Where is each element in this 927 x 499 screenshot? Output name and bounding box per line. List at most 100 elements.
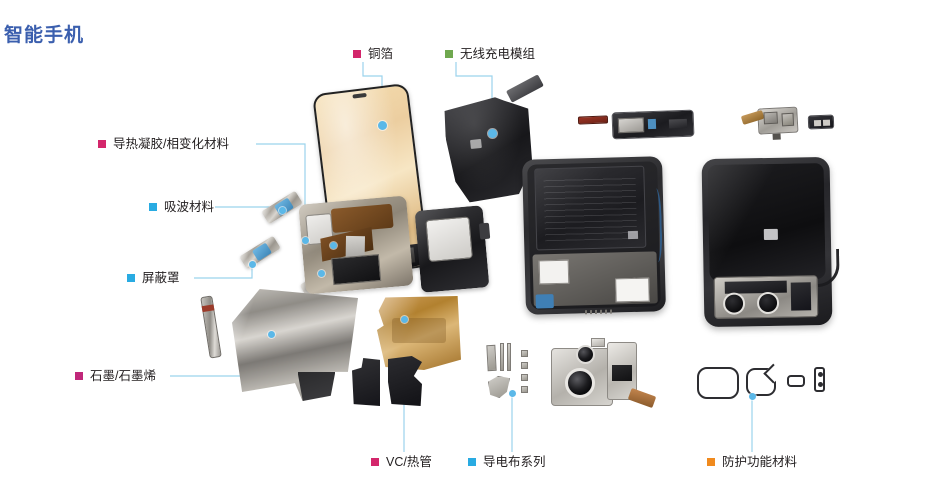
vc-plate-surface xyxy=(377,296,461,370)
protective-gasket-ring xyxy=(746,368,776,396)
bracket-window-a xyxy=(813,120,822,127)
legend-copper-foil[interactable]: 铜箔 xyxy=(353,48,393,61)
camera-deck-block xyxy=(790,282,812,311)
bracket-body xyxy=(807,114,835,130)
leader-line-thermal-gel-pcm xyxy=(256,143,306,240)
sub-board-connector-a xyxy=(763,111,778,125)
conductive-cloth-square xyxy=(521,350,528,357)
leader-dot-thermal-gel-pcm xyxy=(302,237,309,244)
midframe-shield-window xyxy=(331,253,381,285)
swatch-icon-copper-foil xyxy=(353,50,361,59)
camera-deck-hole-b xyxy=(756,291,780,315)
legend-graphite-graphene[interactable]: 石墨/石墨烯 xyxy=(75,370,156,383)
legend-label-vc-heat-pipe: VC/热管 xyxy=(386,455,432,469)
legend-label-thermal-gel-pcm: 导热凝胶/相变化材料 xyxy=(113,137,229,151)
legend-wireless-charging[interactable]: 无线充电模组 xyxy=(445,48,535,61)
camera-deck-hole-a xyxy=(722,292,746,315)
chassis-bottom-ports xyxy=(584,309,613,315)
legend-label-wireless-charging: 无线充电模组 xyxy=(460,47,536,61)
rear-brand-logo xyxy=(764,228,779,240)
rear-glass-surface xyxy=(707,162,826,282)
legend-protective-material[interactable]: 防护功能材料 xyxy=(707,456,797,469)
legend-thermal-gel-pcm[interactable]: 导热凝胶/相变化材料 xyxy=(98,138,229,151)
conductive-cloth-strip xyxy=(500,343,504,371)
red-flex-connector xyxy=(577,115,609,125)
midframe-with-copper-shielding xyxy=(298,195,414,295)
legend-label-conductive-cloth: 导电布系列 xyxy=(483,455,546,469)
leader-dot-wireless-charging xyxy=(488,129,497,138)
leader-line-shielding-cover xyxy=(194,264,253,279)
swatch-icon-shielding-cover xyxy=(127,274,135,283)
swatch-icon-graphite-graphene xyxy=(75,372,83,381)
legend-label-protective-material: 防护功能材料 xyxy=(722,455,798,469)
leader-dot-conductive-cloth xyxy=(509,390,516,397)
black-foam-pad xyxy=(388,356,422,406)
camera-riser-window xyxy=(612,365,632,381)
speaker-mesh xyxy=(617,117,645,134)
conductive-cloth-square xyxy=(521,374,528,381)
absorbing-material-strip xyxy=(239,235,281,270)
camera-flex-tail xyxy=(627,387,657,409)
leader-dot-vc-heat-pipe xyxy=(401,316,408,323)
protective-gasket-ring xyxy=(697,367,739,399)
camera-main-lens xyxy=(565,368,595,398)
leader-dot-midframe-copper xyxy=(330,242,337,249)
side-key-flex-bracket xyxy=(200,295,222,359)
swatch-icon-protective-material xyxy=(707,458,715,467)
legend-vc-heat-pipe[interactable]: VC/热管 xyxy=(371,456,432,469)
shield-plate-tab xyxy=(478,222,491,240)
protective-gasket-small xyxy=(787,375,805,387)
conductive-cloth-square xyxy=(521,386,528,393)
protective-gasket-strip xyxy=(814,367,825,392)
swatch-icon-vc-heat-pipe xyxy=(371,458,379,467)
graphite-sheet-surface xyxy=(232,289,358,401)
camera-module-riser xyxy=(607,342,637,400)
gasket-hole-a xyxy=(818,372,823,377)
vc-vapor-chamber-plate xyxy=(377,296,461,370)
legend-label-shielding-cover: 屏蔽罩 xyxy=(142,271,180,285)
rear-camera-deck xyxy=(713,275,819,319)
chassis-thermal-pad-b xyxy=(615,277,650,303)
bracket-window-b xyxy=(822,119,831,126)
absorber-blue-patch xyxy=(251,242,272,261)
speaker-blue-tape xyxy=(647,118,657,130)
sub-board-component xyxy=(772,133,781,140)
battery-label-texture xyxy=(543,176,638,242)
vc-plate-etching xyxy=(392,318,446,344)
gasket-hole-b xyxy=(818,382,823,387)
loudspeaker-module xyxy=(611,109,695,140)
rear-camera-module xyxy=(551,338,657,410)
red-flex-body xyxy=(577,115,609,125)
legend-absorbing-material[interactable]: 吸波材料 xyxy=(149,201,214,214)
chassis-thermal-pad-a xyxy=(538,259,570,285)
battery-pack xyxy=(534,165,647,251)
camera-secondary-lens xyxy=(576,345,595,364)
swatch-icon-absorbing-material xyxy=(149,203,157,212)
legend-conductive-cloth[interactable]: 导电布系列 xyxy=(468,456,546,469)
swatch-icon-wireless-charging xyxy=(445,50,453,59)
swatch-icon-conductive-cloth xyxy=(468,458,476,467)
leader-dot-protective-material xyxy=(749,393,756,400)
sub-board-with-flex xyxy=(740,106,799,142)
chassis-blue-tape xyxy=(535,294,554,309)
coil-pad-marking xyxy=(470,139,482,149)
foam-pad-body xyxy=(388,356,422,406)
graphite-sheet-fold xyxy=(297,371,336,401)
battery-brand-mark xyxy=(627,230,639,240)
conductive-cloth-strip xyxy=(507,343,511,371)
sub-board-connector-b xyxy=(781,112,795,127)
speaker-contact-pins xyxy=(668,118,688,129)
rear-housing-antenna-cable xyxy=(817,248,840,288)
foam-pad-body xyxy=(352,358,380,406)
page-title: 智能手机 xyxy=(4,25,85,46)
legend-label-copper-foil: 铜箔 xyxy=(368,47,394,61)
legend-shielding-cover[interactable]: 屏蔽罩 xyxy=(127,272,180,285)
conductive-cloth-patch xyxy=(488,376,510,398)
leader-dot-graphite-graphene xyxy=(268,331,275,338)
conductive-cloth-strip xyxy=(486,344,497,372)
coil-flex-tail xyxy=(505,74,544,103)
leader-dot-shielding-cover xyxy=(249,261,256,268)
graphite-graphene-sheet xyxy=(232,289,358,401)
leader-dot-copper-foil xyxy=(378,121,387,130)
small-black-bracket xyxy=(807,114,835,130)
